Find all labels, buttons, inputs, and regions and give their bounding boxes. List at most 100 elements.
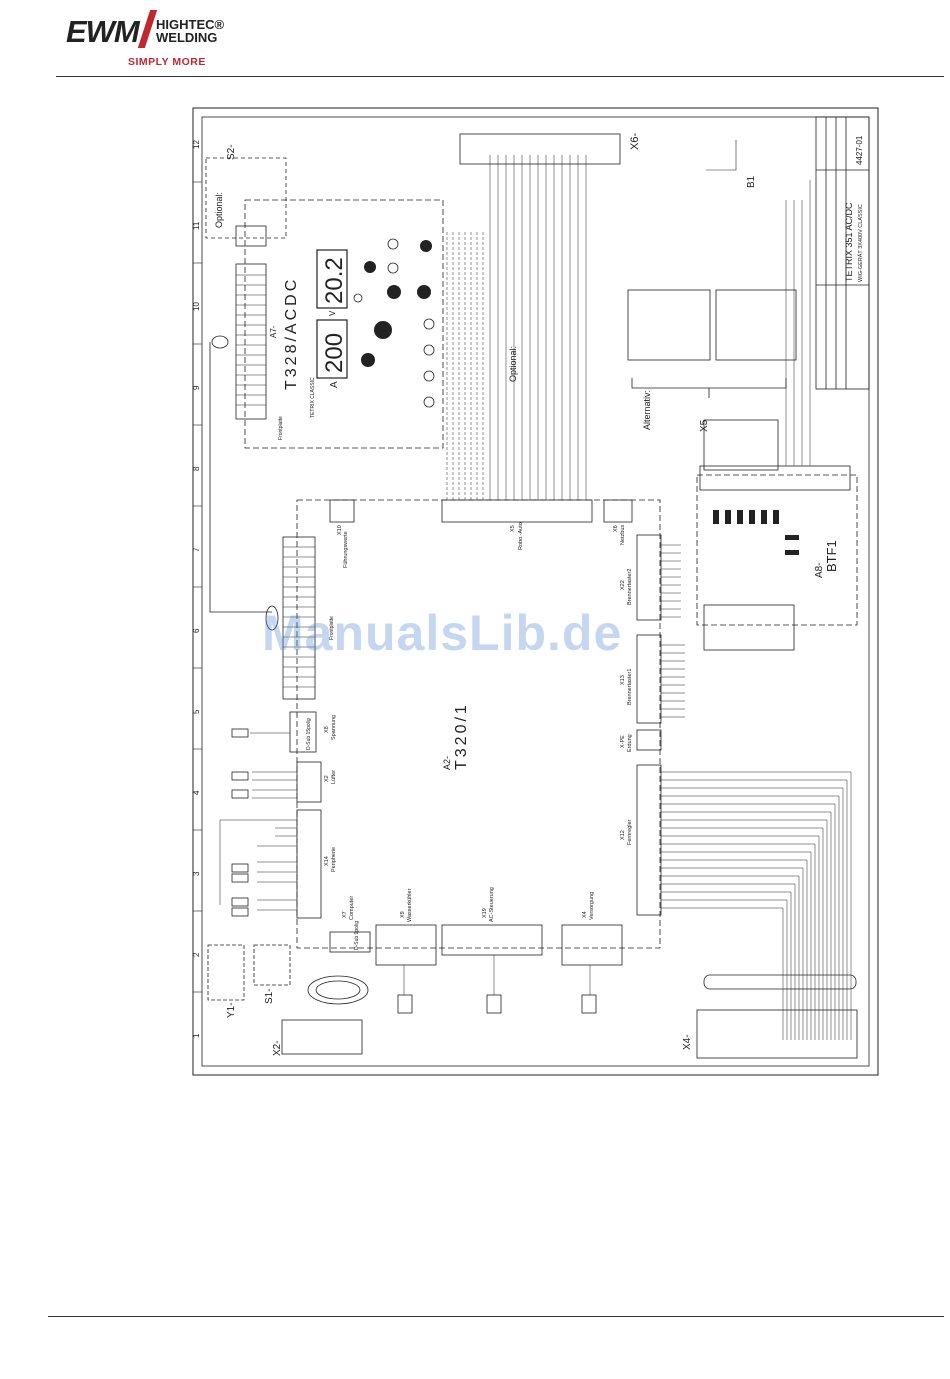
drawing-frame-outer <box>192 107 879 1076</box>
main-board-ref: A2- <box>442 756 452 770</box>
connector-x14 <box>296 809 322 919</box>
alt-sensor-2 <box>715 289 797 361</box>
label-x7-ref: X7 <box>342 911 348 918</box>
label-x2-ref: X2 <box>324 775 330 782</box>
ewm-logo: EWM HIGHTEC®WELDING SIMPLY MORE <box>64 6 234 70</box>
connector-x13 <box>636 634 662 724</box>
unit-v: V <box>328 310 337 316</box>
switch-s2-label: S2- <box>226 144 237 160</box>
dsub15-label: D-Sub 15polig <box>306 718 312 750</box>
label-x5-ref: X5 <box>510 525 516 532</box>
label-x9-ref: X9 <box>400 911 406 918</box>
alternative-bracket <box>631 378 787 398</box>
logo-hightec: HIGHTEC®WELDING <box>156 17 225 45</box>
connector-x7 <box>329 931 371 953</box>
ruler-12: 12 <box>192 140 201 149</box>
label-x19-name: AC-Steuerung <box>489 887 495 922</box>
footer-divider <box>48 1316 944 1317</box>
ribbon-cable <box>209 342 272 613</box>
alternative-label: Alternativ: <box>642 390 652 430</box>
label-x14-ref: X14 <box>324 856 330 866</box>
connector-xpe <box>636 729 662 751</box>
connector-x4 <box>696 1009 858 1059</box>
optional-box-s2 <box>205 157 287 239</box>
display-voltage <box>316 249 348 309</box>
filter-ref: A8- <box>814 562 825 578</box>
label-x6-ref: X6 <box>613 525 619 532</box>
ruler-3: 3 <box>192 871 201 876</box>
filter-name: BTF1 <box>824 540 839 572</box>
label-x2-name: Lüfter <box>331 770 337 784</box>
cable-bundle <box>703 974 857 990</box>
connector-x2 <box>296 761 322 803</box>
left-ruler <box>193 181 202 993</box>
drawing-number: 4427-01 <box>855 135 864 165</box>
ruler-10: 10 <box>192 302 201 311</box>
frontplatte-label-mid: Frontplatte <box>329 616 335 640</box>
ruler-7: 7 <box>192 547 201 552</box>
label-x22-name: Brennertaster2 <box>627 569 633 605</box>
label-x6-name: Netzbus <box>620 525 626 545</box>
unit-a: A <box>329 381 340 388</box>
label-x13-ref: X13 <box>620 675 626 685</box>
connector-x4-supply <box>561 924 623 966</box>
connector-x2-bottom <box>281 1019 363 1055</box>
label-x12-name: Fernregler <box>627 819 633 845</box>
label-xpe-name: Erdung <box>627 734 633 752</box>
label-x12-ref: X12 <box>620 830 626 840</box>
label-x14-name: Peripherie <box>331 847 337 872</box>
title-block <box>815 116 870 390</box>
connector-x5-right <box>703 419 779 471</box>
label-x5-name: Robo.-Auto <box>518 522 524 550</box>
frontplate-strip-mid <box>282 536 316 700</box>
connector-x5 <box>441 499 593 523</box>
drawing-frame-inner <box>201 116 870 1067</box>
connector-x2-label: X2- <box>272 1040 283 1056</box>
switch-s1 <box>253 944 291 986</box>
ruler-1: 1 <box>192 1033 201 1038</box>
main-board-outline <box>296 499 661 949</box>
ruler-5: 5 <box>192 709 201 714</box>
label-x19-ref: X19 <box>482 908 488 918</box>
control-knobs <box>361 240 432 367</box>
connector-x12 <box>636 764 662 916</box>
label-x10-name: Führungswerte <box>343 531 349 568</box>
optional-label-left: Optional: <box>214 192 224 228</box>
connector-x6 <box>459 133 621 165</box>
title-sub: WIG-GERÄT 3X400V CLASSIC <box>857 204 864 282</box>
ruler-9: 9 <box>192 385 201 390</box>
connector-x8 <box>289 711 317 753</box>
connector-x9 <box>375 924 437 966</box>
control-panel-outline <box>244 199 444 449</box>
label-xpe-ref: X-PE <box>620 735 626 748</box>
connector-x6-bus <box>603 499 633 523</box>
label-x4-ref: X4 <box>582 911 588 918</box>
alt-sensor-1 <box>627 289 711 361</box>
ruler-8: 8 <box>192 466 201 471</box>
control-buttons <box>353 238 435 408</box>
connector-x10 <box>329 499 355 523</box>
label-x22-ref: X22 <box>620 580 626 590</box>
title-model: TETRIX 351 AC/DC <box>844 202 854 282</box>
label-x10-ref: X10 <box>337 525 343 535</box>
valve-y1 <box>207 944 245 1001</box>
optional-label-center: Optional: <box>508 346 518 382</box>
label-x9-name: Wasserkühler <box>407 888 413 922</box>
connector-x22 <box>636 534 662 621</box>
connector-x4-label: X4- <box>682 1034 693 1050</box>
frontplatte-label-top: Frontplatte <box>278 416 284 440</box>
label-x7-name: Computer <box>349 896 355 920</box>
ruler-11: 11 <box>192 221 201 230</box>
switch-s1-label: S1- <box>264 988 275 1004</box>
control-ref: A7- <box>269 325 278 338</box>
control-name: T328/ACDC <box>283 277 300 390</box>
label-x13-name: Brennertaster1 <box>627 669 633 705</box>
connector-x6-label: X6- <box>629 133 641 150</box>
filter-btf1-outline <box>696 474 858 626</box>
main-board-name: T320/1 <box>453 702 470 770</box>
display-current <box>316 319 348 379</box>
valve-y1-label: Y1- <box>226 1002 237 1018</box>
dsub9-label: D-Sub 9polig <box>354 921 360 950</box>
logo-tagline: SIMPLY MORE <box>128 56 206 68</box>
sensor-b1-label: B1 <box>746 175 757 188</box>
